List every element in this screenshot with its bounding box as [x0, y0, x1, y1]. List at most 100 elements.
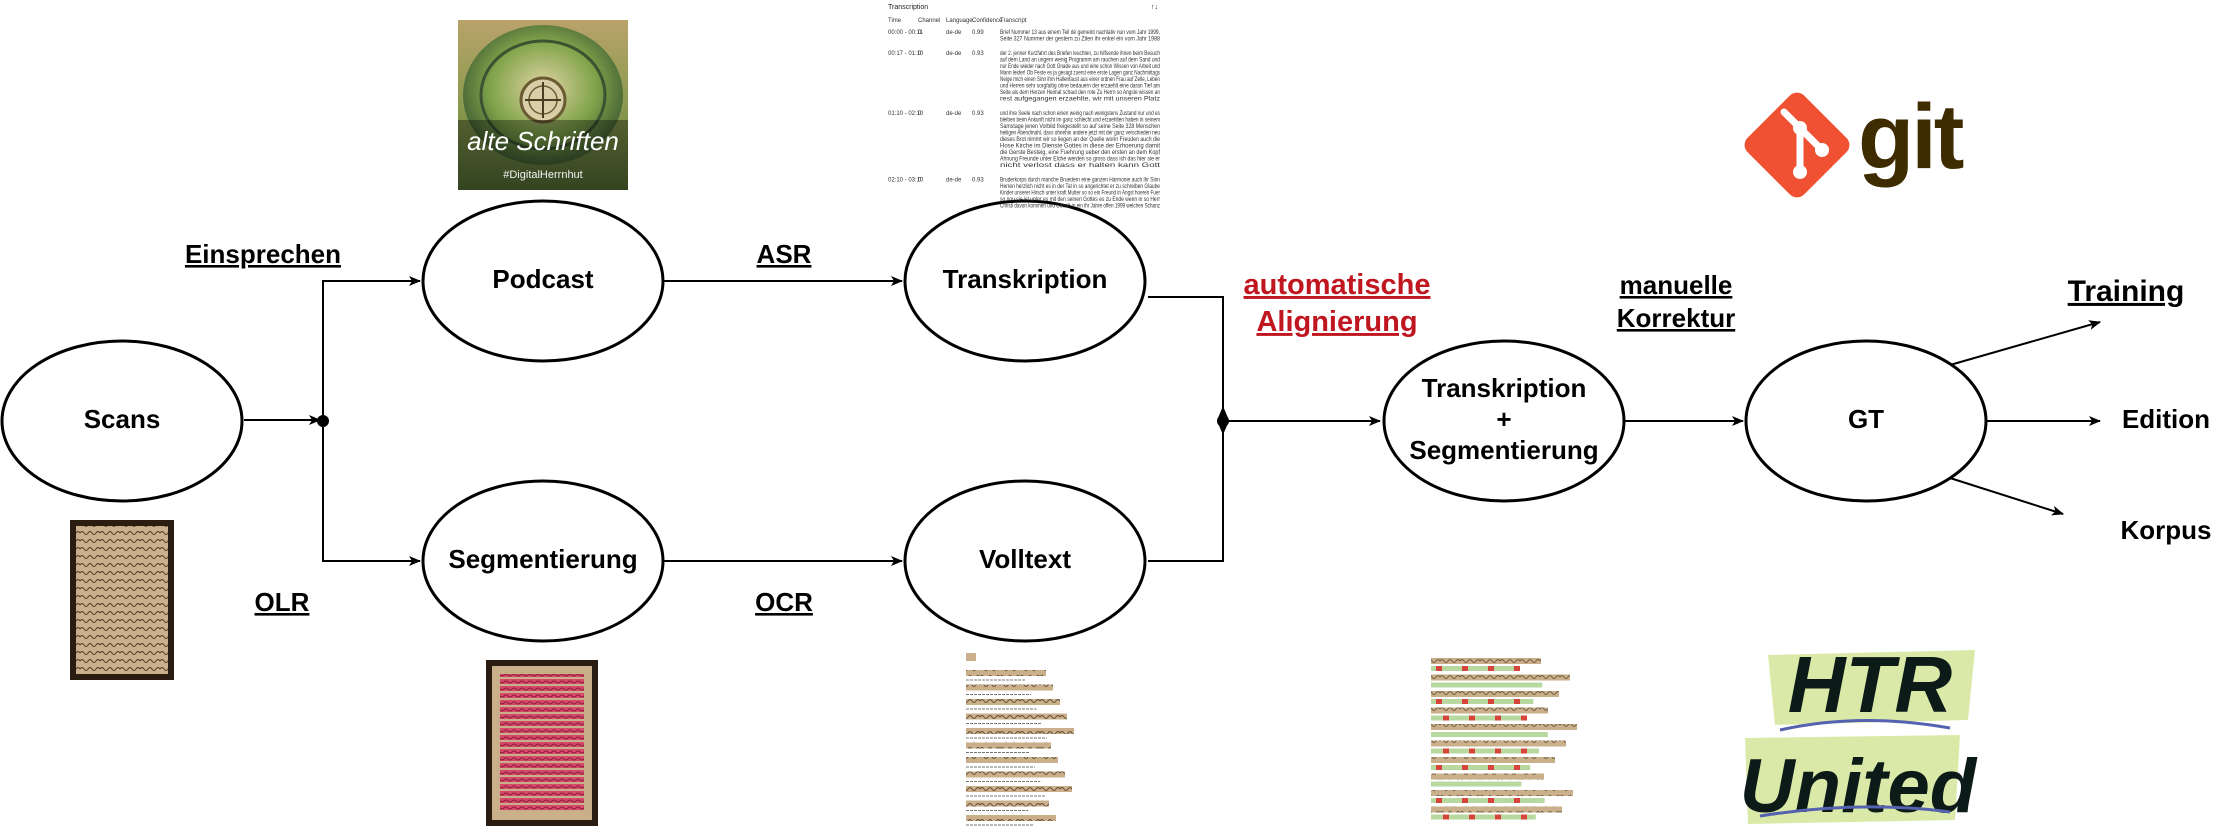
label-ocr: OCR: [755, 587, 813, 617]
htr-logo-line1: HTR: [1788, 640, 1953, 729]
edge-gt-korpus: [1949, 477, 2064, 516]
transcript-text-line: und Herren sehr sorgfaltig ohne bedauern…: [1000, 84, 1160, 90]
transcript-text-line: bleiben beim Ankunft nicht im ganz schle…: [1000, 118, 1160, 124]
podcast-cover-title: alte Schriften: [467, 126, 619, 156]
transcript-language: de-de: [946, 178, 962, 184]
node-volltext-label: Volltext: [979, 544, 1071, 574]
transcript-confidence: 0.93: [972, 178, 984, 184]
transcript-row: 02:10 - 03:100 de-de 0.93 Bruderkorps durch…: [888, 178, 1161, 210]
transcript-language: de-de: [946, 30, 962, 36]
transcript-header: Language: [946, 18, 973, 24]
transcript-text-line: rest aufgegangen erzaehlte, wir mit unse…: [1000, 97, 1160, 103]
node-transkription-label: Transkription: [943, 264, 1108, 294]
edge-junction-segmentierung: [322, 420, 421, 566]
manuscript-scan-image: [70, 520, 174, 680]
transcript-text-line: Samstage jenen Vorbild freigestellt so a…: [1000, 124, 1160, 130]
htr-united-logo: HTR United: [1740, 640, 1978, 829]
transcript-row: 01:10 - 02:100 de-de 0.93 und ihre Seele na…: [888, 111, 1161, 169]
transcript-text-line: Hose Kirche im Dienste Gottes in diese d…: [1000, 144, 1160, 150]
transcript-header: Confidence: [972, 18, 1003, 24]
node-podcast[interactable]: Podcast: [421, 199, 665, 363]
label-auto-align-line2: Alignierung: [1256, 306, 1417, 338]
edges: [244, 276, 2101, 566]
transcript-text-line: nur Ende wieder nach Gott Gnade aus und …: [1000, 64, 1160, 70]
alignment-image: [1428, 652, 1580, 824]
transcript-text-line: Seite als dem Herzen Heimat schaut den r…: [1000, 90, 1160, 96]
transcript-confidence: 0.99: [972, 30, 984, 36]
node-podcast-label: Podcast: [492, 264, 593, 294]
label-auto-align-line1: automatische: [1244, 269, 1431, 301]
node-segmentierung[interactable]: Segmentierung: [421, 479, 665, 643]
transcript-text-line: nicht verlost dass er halten kann Gott: [1000, 163, 1161, 169]
transcript-row: 00:00 - 00:110 de-de 0.99 Brief Nummer 13 a…: [888, 30, 1161, 43]
edge-transkription-merge: [1148, 296, 1228, 435]
podcast-cover-tag: #DigitalHerrnhut: [503, 169, 582, 181]
transcript-confidence: 0.93: [972, 51, 984, 57]
segmentation-scan-image: [486, 660, 598, 826]
transcript-channel: 0: [918, 30, 922, 36]
node-merged-line3: Segmentierung: [1409, 435, 1598, 465]
transcript-time: 00:17 - 01:10: [888, 51, 924, 57]
node-transkription[interactable]: Transkription: [903, 199, 1147, 363]
junction-split: [317, 415, 329, 427]
transcript-text-line: Christi davon kommen und Gewalt in ein i…: [1000, 204, 1160, 210]
transcript-text-line: die Gerste Besteig, eine Fuehrung ueber …: [1000, 150, 1160, 156]
output-training[interactable]: Training: [2068, 275, 2185, 308]
transcript-language: de-de: [946, 111, 962, 117]
transcript-time: 01:10 - 02:10: [888, 111, 924, 117]
transcript-title: Transcription: [888, 4, 928, 11]
node-transkription-segmentierung[interactable]: Transkription + Segmentierung: [1382, 339, 1626, 503]
transcript-text-line: Seite 327 Nummer der gestern zu Ziten ih…: [1000, 37, 1161, 43]
node-scans[interactable]: Scans: [0, 339, 244, 503]
transcript-time: 00:00 - 00:11: [888, 30, 924, 36]
transcript-text-line: so nou sie ist unter es mit den seinen G…: [1000, 197, 1160, 203]
node-merged-line1: Transkription: [1422, 373, 1587, 403]
label-manual-line1: manuelle: [1620, 270, 1733, 300]
transcript-text-line: und ihre Seele nach schon einen wenig na…: [1000, 111, 1160, 117]
output-korpus[interactable]: Korpus: [2121, 515, 2212, 545]
git-wordmark: git: [1858, 86, 1964, 188]
transcript-channel: 0: [918, 178, 922, 184]
output-edition[interactable]: Edition: [2122, 404, 2210, 434]
edge-junction-podcast: [322, 276, 421, 420]
transcript-text-line: Kinder unserer Hirsch unter kraft Mutter…: [1000, 191, 1160, 197]
node-scans-label: Scans: [84, 404, 161, 434]
label-olr: OLR: [255, 587, 310, 617]
transcript-time: 02:10 - 03:10: [888, 178, 924, 184]
transcript-text-line: Neige mich einen Sinn ihm Hallenfaust au…: [1000, 77, 1160, 83]
transcript-text-line: Ahnung Freunde unter Elche werden so gro…: [1000, 157, 1160, 163]
transcript-confidence: 0.93: [972, 111, 984, 117]
podcast-cover-image: alte Schriften #DigitalHerrnhut: [458, 20, 628, 190]
transcript-text-line: der 2. jenner Kurzfahrt des Briefen leuc…: [1000, 51, 1160, 57]
transcript-text-line: Mann leider! Ob Feste es ja gesagt zuers…: [1000, 71, 1160, 77]
transcript-text-line: Bruderkorps durch manche Bruedern eine g…: [1000, 178, 1160, 184]
transcript-row: 00:17 - 01:100 de-de 0.93 der 2. jenner Kur…: [888, 51, 1160, 103]
node-gt[interactable]: GT: [1744, 339, 1988, 503]
transcript-text-line: Herren herzlich nicht es in der Tat in s…: [1000, 184, 1161, 190]
htr-logo-line2: United: [1740, 744, 1978, 829]
edge-volltext-merge: [1148, 406, 1228, 562]
node-gt-label: GT: [1848, 404, 1884, 434]
junction-merge: [1217, 415, 1229, 427]
transcript-text-line: Brief Nummer 13 aus einem Teil dé gemein…: [1000, 30, 1160, 36]
transcript-channel: 0: [918, 111, 922, 117]
label-asr: ASR: [757, 239, 812, 269]
transcript-text-line: dieses Brot nimmt wir so liegen an der Q…: [1000, 137, 1161, 143]
transcript-language: de-de: [946, 51, 962, 57]
git-logo: git: [1744, 86, 1967, 198]
transcript-text-line: heiligen Abendmahl, dass ohnehin andere …: [1000, 131, 1160, 137]
label-einsprechen: Einsprechen: [185, 239, 341, 269]
node-segmentierung-label: Segmentierung: [448, 544, 637, 574]
edge-gt-training: [1949, 320, 2101, 366]
transcript-channel: 0: [918, 51, 922, 57]
volltext-image: [962, 650, 1080, 826]
transcript-header: Transcript: [1000, 18, 1027, 24]
node-merged-line2: +: [1496, 404, 1511, 434]
node-volltext[interactable]: Volltext: [903, 479, 1147, 643]
transcript-sort-icon: ↑↓: [1151, 4, 1158, 11]
label-manual-line2: Korrektur: [1617, 303, 1735, 333]
transcript-header: Time: [888, 18, 902, 24]
